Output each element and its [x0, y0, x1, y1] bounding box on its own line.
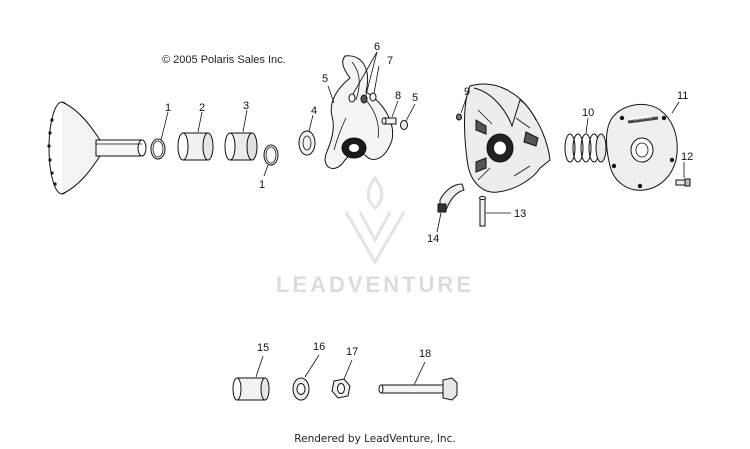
callout-3: 3	[243, 100, 249, 112]
part-5b-button	[400, 120, 408, 130]
part-18-bolt	[378, 377, 458, 401]
part-moveable-sheave	[464, 83, 551, 193]
part-13-pin	[479, 196, 486, 227]
part-spider	[324, 55, 394, 169]
callout-13: 13	[514, 208, 526, 220]
copyright-text: © 2005 Polaris Sales Inc.	[162, 54, 286, 66]
leader-lines	[160, 51, 685, 233]
part-1-ring	[150, 138, 166, 160]
part-17-nut	[331, 378, 351, 399]
callout-16: 16	[313, 341, 325, 353]
part-14-ramp	[437, 183, 465, 213]
callout-10: 10	[582, 107, 594, 119]
part-9-screw	[456, 113, 462, 121]
callout-labels: 1 2 3 4 5 6 7 8 5 9 10 11 12 13 14 1 15 …	[165, 41, 693, 360]
part-16-washer	[292, 377, 310, 401]
cover-stamp-text: POLARIS	[630, 114, 653, 123]
callout-7: 7	[387, 55, 393, 67]
callout-8: 8	[395, 90, 401, 102]
part-10-spring	[564, 133, 607, 163]
part-sheave-shaft	[47, 101, 147, 195]
callout-5b: 5	[412, 92, 418, 104]
part-4-washer	[298, 130, 316, 156]
callout-15: 15	[257, 342, 269, 354]
callout-4: 4	[311, 105, 317, 117]
callout-6: 6	[374, 41, 380, 53]
callout-14: 14	[427, 233, 439, 245]
watermark-logo-icon	[344, 175, 406, 265]
callout-1: 1	[165, 102, 171, 114]
part-1b-ring	[263, 144, 279, 166]
callout-11: 11	[677, 90, 688, 102]
part-3-bushing	[224, 132, 258, 161]
rendered-by-footer: Rendered by LeadVenture, Inc.	[294, 433, 456, 445]
lower-leader-lines	[255, 354, 426, 386]
callout-5: 5	[322, 73, 328, 85]
callout-9: 9	[464, 86, 470, 98]
part-15-bushing	[232, 377, 270, 401]
part-8-pin	[381, 117, 397, 125]
callout-1b: 1	[259, 179, 265, 191]
part-12-bolt	[675, 178, 691, 187]
part-11-cover: POLARIS	[606, 103, 678, 191]
part-2-bushing	[177, 132, 214, 161]
part-6-7-rollers	[348, 92, 377, 104]
callout-12: 12	[681, 151, 693, 163]
callout-17: 17	[346, 346, 358, 358]
callout-2: 2	[199, 102, 205, 114]
leadventure-watermark: LEADVENTURE	[276, 175, 474, 297]
callout-18: 18	[419, 348, 431, 360]
watermark-text: LEADVENTURE	[276, 272, 474, 297]
